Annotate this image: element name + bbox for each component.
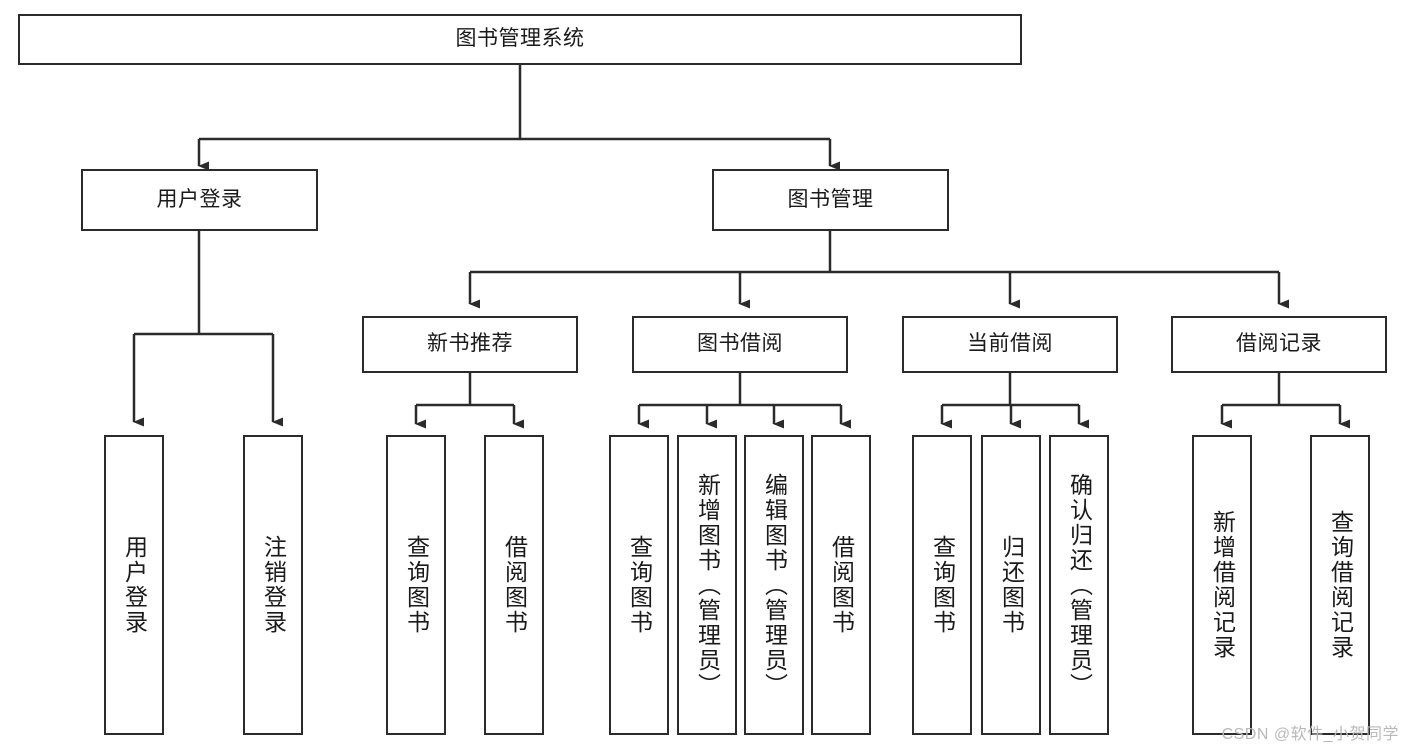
node-label: 当前借阅 <box>967 332 1053 356</box>
edge-borrow-record-to-leaves <box>1220 373 1350 429</box>
node-label: 图书借阅 <box>697 332 783 356</box>
node-leaf-confirm-return[interactable]: 确认归还（管理员） <box>1049 435 1109 735</box>
edge-user-login-to-leaves <box>132 231 283 427</box>
node-label: 新增借阅记录 <box>1209 510 1236 660</box>
node-leaf-borrow-book-1[interactable]: 借阅图书 <box>484 435 544 735</box>
node-book-manage[interactable]: 图书管理 <box>712 169 949 231</box>
node-label: 新书推荐 <box>427 332 513 356</box>
node-leaf-query-record[interactable]: 查询借阅记录 <box>1310 435 1370 735</box>
node-label: 查询图书 <box>626 535 653 635</box>
node-current-borrow[interactable]: 当前借阅 <box>902 316 1118 373</box>
node-label: 确认归还（管理员） <box>1066 472 1093 698</box>
node-label: 用户登录 <box>156 187 243 211</box>
node-label: 新增图书（管理员） <box>694 472 721 698</box>
node-leaf-borrow-book-2[interactable]: 借阅图书 <box>811 435 871 735</box>
node-label: 用户登录 <box>121 535 148 635</box>
node-leaf-query-book-2[interactable]: 查询图书 <box>609 435 669 735</box>
edge-book-borrow-to-leaves <box>637 373 851 429</box>
edge-current-borrow-to-leaves <box>940 373 1089 429</box>
node-label: 编辑图书（管理员） <box>761 472 788 698</box>
node-label: 借阅记录 <box>1236 332 1322 356</box>
edge-new-book-rec-to-leaves <box>414 373 524 429</box>
node-new-book-recommendation[interactable]: 新书推荐 <box>362 316 578 373</box>
node-leaf-add-book[interactable]: 新增图书（管理员） <box>677 435 737 735</box>
edge-root-to-level2 <box>197 65 840 171</box>
node-leaf-return-book[interactable]: 归还图书 <box>981 435 1041 735</box>
node-label: 图书管理系统 <box>455 27 585 51</box>
node-label: 归还图书 <box>998 535 1025 635</box>
edge-book-manage-to-level3 <box>468 231 1289 309</box>
node-label: 注销登录 <box>260 535 287 635</box>
node-label: 借阅图书 <box>828 535 855 635</box>
node-user-login[interactable]: 用户登录 <box>81 169 318 231</box>
node-label: 查询借阅记录 <box>1327 510 1354 660</box>
node-book-borrow[interactable]: 图书借阅 <box>632 316 848 373</box>
node-label: 图书管理 <box>787 187 874 211</box>
node-root-book-management-system[interactable]: 图书管理系统 <box>18 14 1022 65</box>
node-leaf-logout[interactable]: 注销登录 <box>243 435 303 735</box>
node-label: 借阅图书 <box>501 535 528 635</box>
node-leaf-add-record[interactable]: 新增借阅记录 <box>1192 435 1252 735</box>
node-leaf-query-book-1[interactable]: 查询图书 <box>386 435 446 735</box>
node-borrow-record[interactable]: 借阅记录 <box>1171 316 1387 373</box>
node-label: 查询图书 <box>403 535 430 635</box>
node-leaf-query-book-3[interactable]: 查询图书 <box>912 435 972 735</box>
node-leaf-edit-book[interactable]: 编辑图书（管理员） <box>744 435 804 735</box>
node-label: 查询图书 <box>929 535 956 635</box>
node-leaf-user-login[interactable]: 用户登录 <box>104 435 164 735</box>
